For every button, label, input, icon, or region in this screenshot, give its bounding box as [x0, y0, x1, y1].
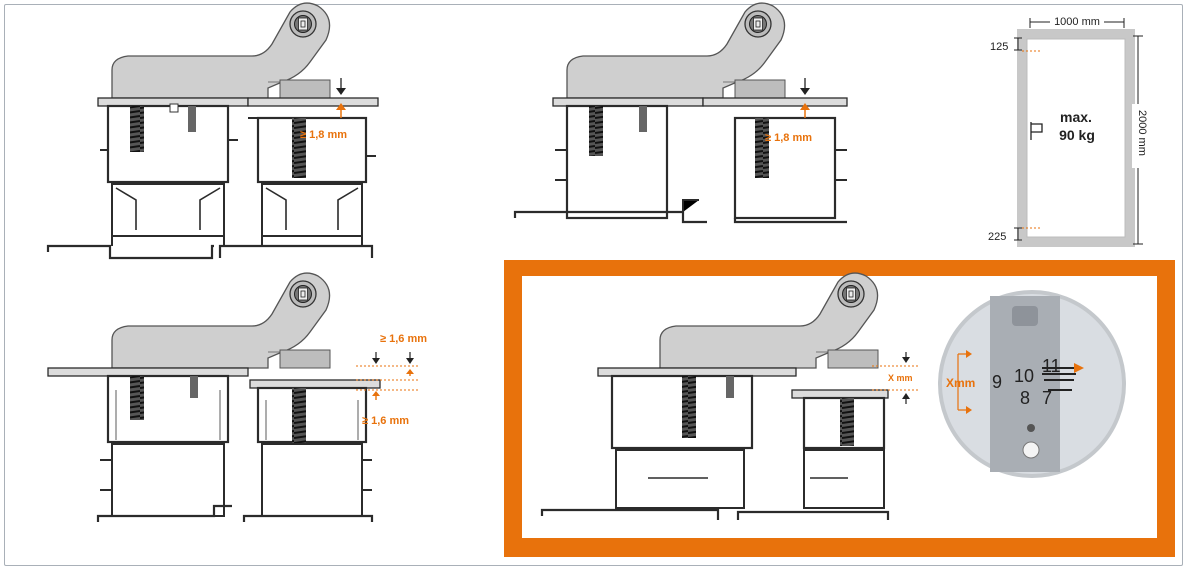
scale-number-9: 9 — [992, 372, 1002, 392]
max-weight-label: 90 kg — [1059, 127, 1095, 143]
scale-side-arrows — [957, 350, 972, 414]
scale-number-11: 11 — [1042, 356, 1061, 376]
handle-icon — [1030, 122, 1043, 140]
top-offset-label: 125 — [990, 41, 1008, 53]
scale-number-7: 7 — [1042, 388, 1052, 408]
figure-frame — [4, 4, 1183, 566]
scale-number-8: 8 — [1020, 388, 1030, 408]
bottom-offset-label: 225 — [988, 231, 1006, 243]
gap-label: X mm — [888, 373, 913, 383]
gap-label-top: ≥ 1,6 mm — [380, 333, 427, 345]
max-label: max. — [1060, 109, 1092, 125]
gap-label-bottom: ≥ 1,6 mm — [362, 415, 409, 427]
door-spec: 1000 mm 2000 mm 125 225 max. 90 kg — [988, 14, 1148, 247]
door-width-label: 1000 mm — [1054, 16, 1100, 28]
gap-arrows — [336, 78, 346, 118]
gap-label: ≥ 1,8 mm — [300, 129, 347, 141]
door-height-label: 2000 mm — [1136, 110, 1148, 156]
gap-arrows — [872, 352, 920, 404]
panel-top-left: ≥ 1,8 mm — [46, 2, 380, 260]
gap-arrows — [800, 78, 810, 118]
gap-arrows — [356, 352, 420, 400]
panel-bottom-left: ≥ 1,6 mm ≥ 1,6 mm — [47, 272, 427, 522]
scale-number-10: 10 — [1014, 366, 1034, 386]
scale-side-label: Xmm — [946, 376, 975, 390]
scale-magnifier — [938, 290, 1126, 478]
panel-top-middle: ≥ 1,8 mm — [513, 2, 848, 224]
panel-highlight: X mm 9 10 11 8 7 Xmm — [504, 260, 1175, 557]
gap-label: ≥ 1,8 mm — [765, 132, 812, 144]
